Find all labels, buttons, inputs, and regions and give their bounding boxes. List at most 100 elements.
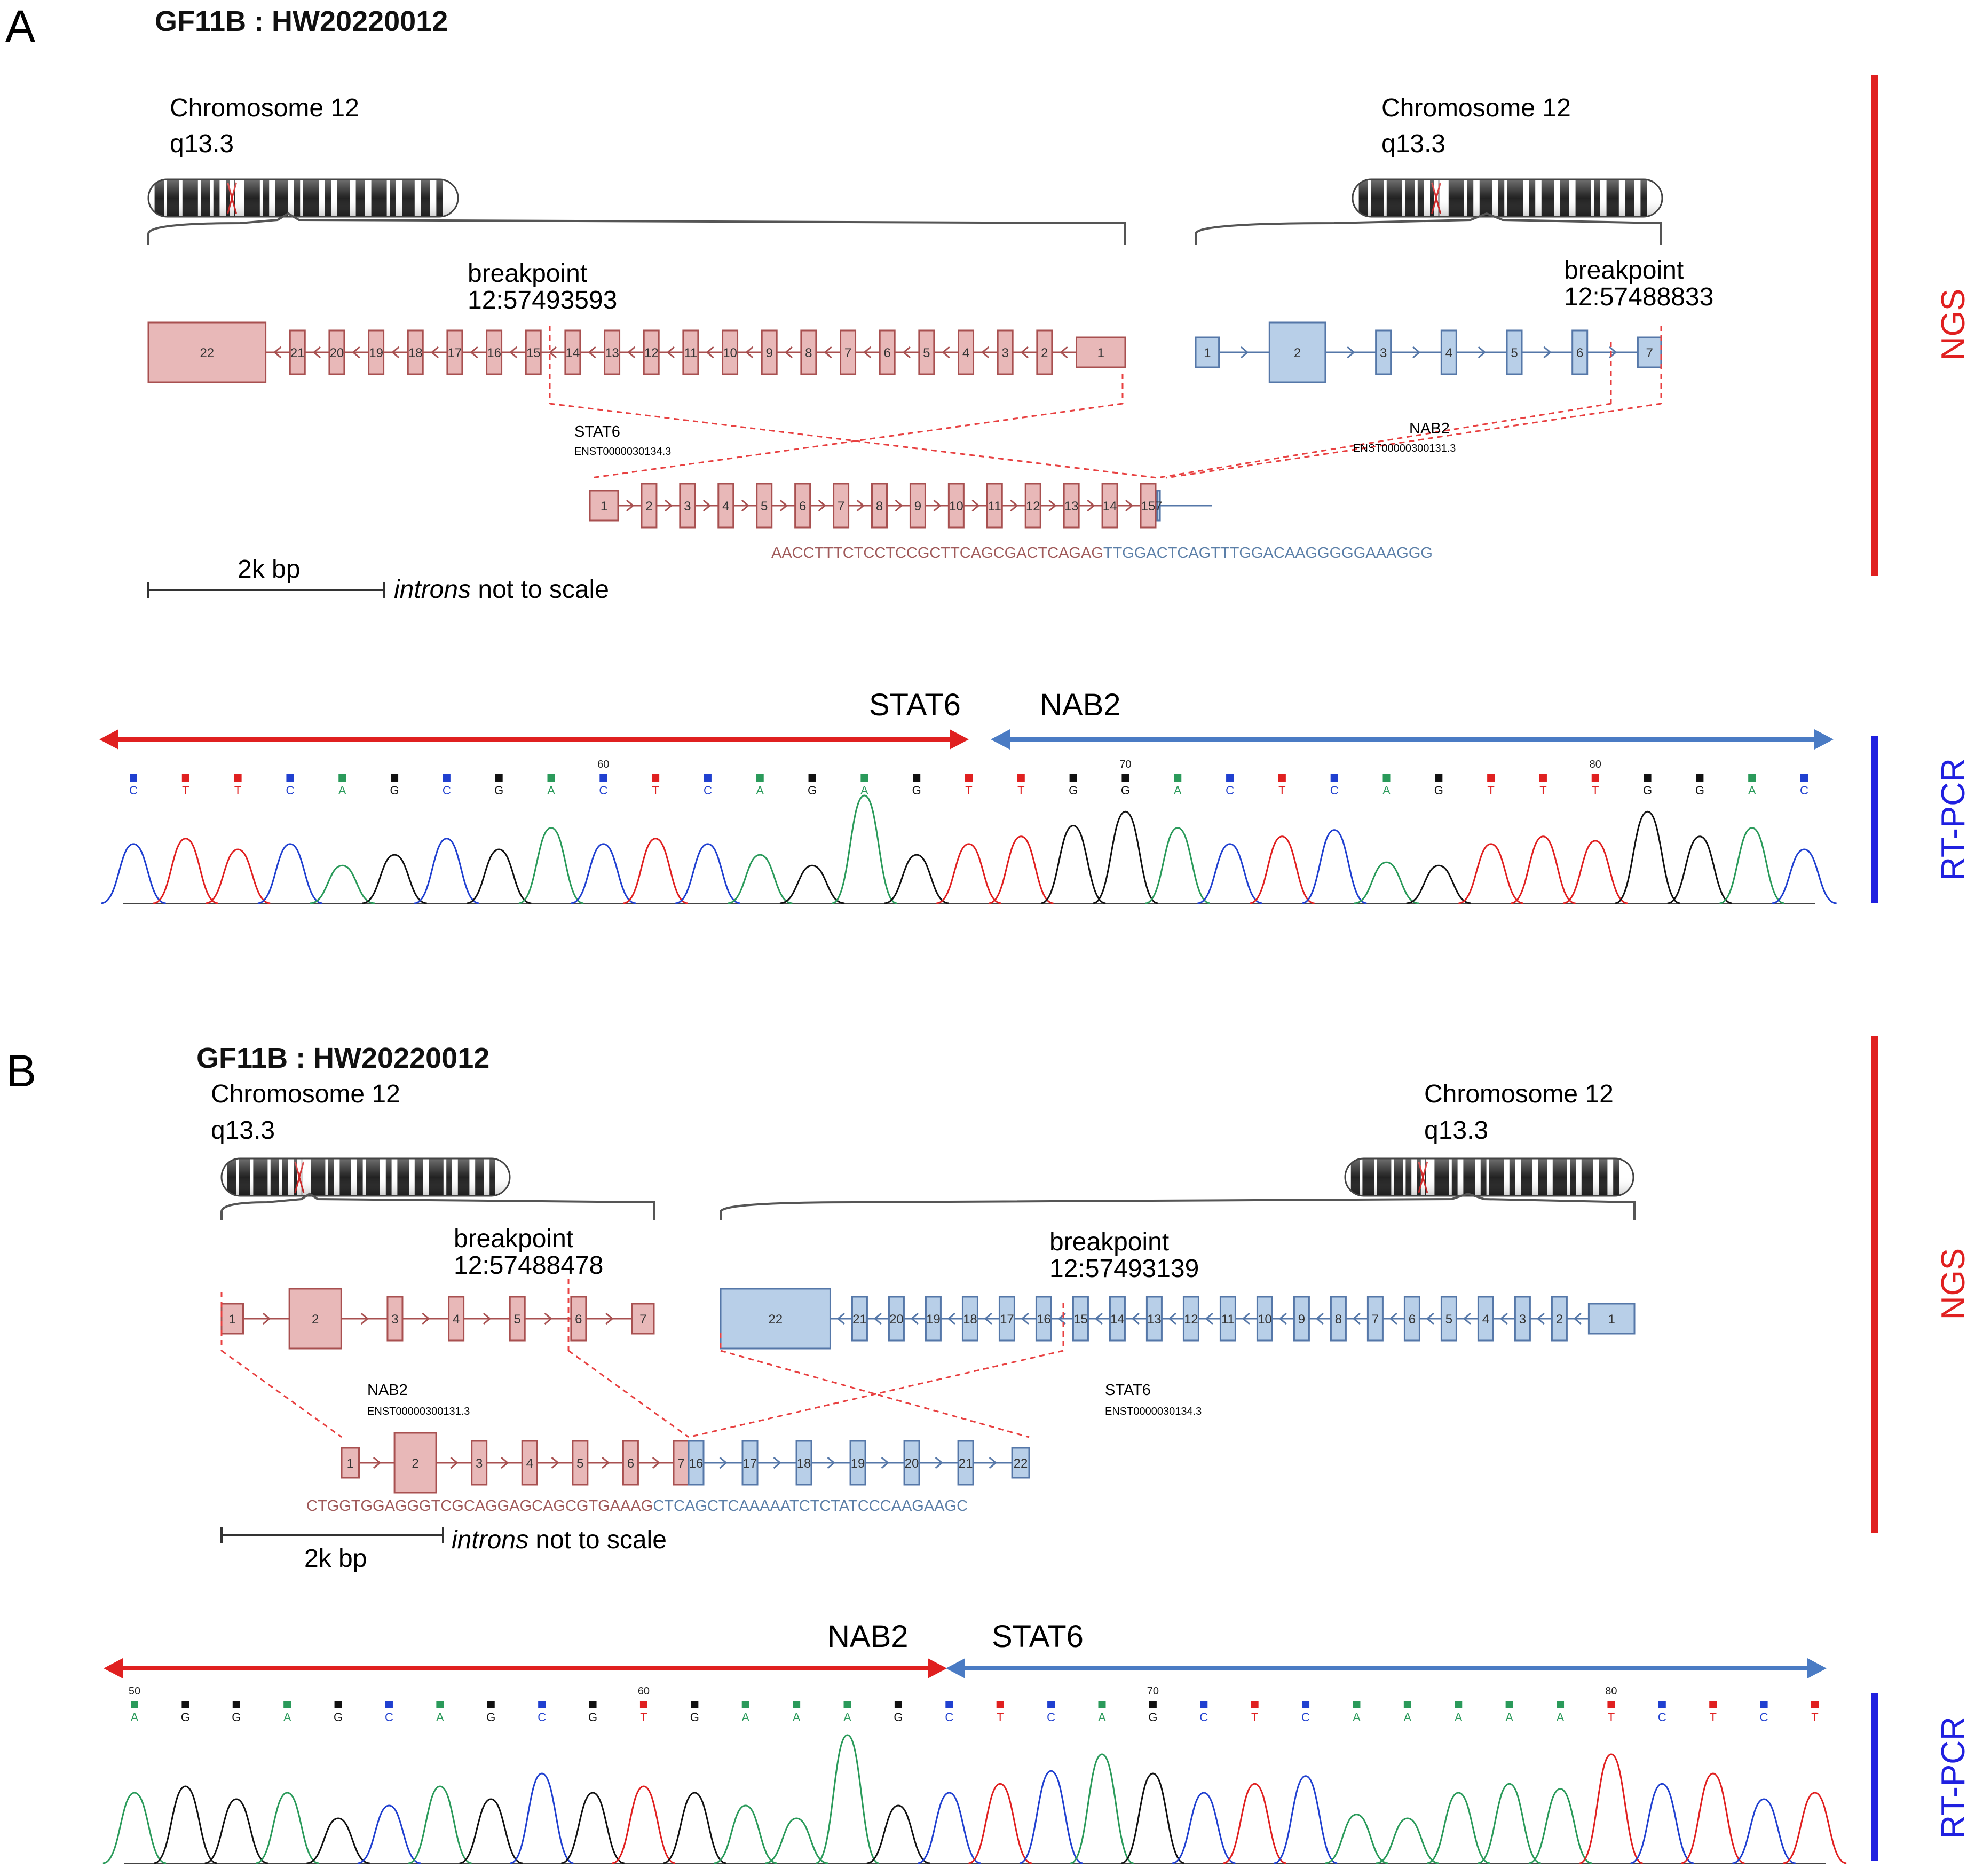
base-call: T (1539, 784, 1546, 797)
exon-number: 2 (1556, 1312, 1563, 1327)
trace-peak (612, 1785, 676, 1864)
exon (393, 1432, 437, 1494)
trace-peak (968, 1783, 1032, 1864)
ngs-label: NGS (1935, 1248, 1972, 1320)
base-call: G (486, 1711, 495, 1724)
exon (741, 1440, 759, 1486)
exon-number: 15 (526, 346, 541, 360)
exon-number: 7 (844, 346, 851, 360)
base-call: G (690, 1711, 699, 1724)
exon (1366, 1296, 1384, 1342)
position-tick: 70 (1147, 1685, 1159, 1697)
exon-number: 11 (988, 499, 1001, 514)
exon (1076, 336, 1126, 368)
exon-number: 15 (1141, 499, 1156, 514)
junction-sequence: CTGGTGGAGGGTCGCAGGAGCAGCGTGAAAGCTCAGCTCA… (306, 1497, 968, 1515)
exon-number: 3 (1380, 346, 1387, 360)
exon (570, 1296, 587, 1342)
base-call: A (741, 1711, 749, 1724)
trace-peak (727, 854, 793, 904)
exon (220, 1303, 244, 1335)
exon-number: 4 (526, 1456, 533, 1471)
base-call: T (1709, 1711, 1716, 1724)
trace-peak (1274, 1775, 1338, 1864)
base-call: G (1643, 784, 1652, 797)
exon (957, 1440, 974, 1486)
exon (486, 329, 503, 375)
panel-a-gene-right-id: ENST00000300131.3 (1353, 443, 1456, 454)
trace-peak (310, 864, 375, 904)
panel-b-chrom-left-band: q13.3 (211, 1116, 275, 1145)
panel-b: B GF11B : HW20220012 Chromosome 12 q13.3… (6, 1036, 1972, 1864)
base-call: G (334, 1711, 343, 1724)
panel-b-title: GF11B : HW20220012 (196, 1042, 489, 1074)
exon-number: 1 (1608, 1312, 1615, 1327)
base-call: A (547, 784, 555, 797)
zoom-bracket (147, 212, 1126, 245)
exon (622, 1440, 639, 1486)
base-call: A (1174, 784, 1182, 797)
base-call: C (1047, 1711, 1055, 1724)
base-call: C (1800, 784, 1808, 797)
panel-a-gene-left-name: STAT6 (574, 423, 620, 440)
exon-number: 11 (1221, 1312, 1235, 1327)
exon-number: 2 (312, 1312, 319, 1327)
exon-number: 4 (722, 499, 729, 514)
panel-b-breakpoint-left-label: breakpoint (454, 1225, 573, 1253)
base-call: C (443, 784, 451, 797)
base-call: T (1251, 1711, 1258, 1724)
exon-number: 5 (761, 499, 768, 514)
trace-peak (936, 843, 1001, 904)
base-call: A (1404, 1711, 1412, 1724)
exon-number: 15 (1073, 1312, 1088, 1327)
exon (795, 1440, 812, 1486)
trace-peak (357, 1804, 421, 1864)
trace-peak (153, 838, 218, 904)
panel-b-breakpoint-right-position: 12:57493139 (1049, 1255, 1199, 1283)
exon (888, 1296, 905, 1342)
base-call: C (1330, 784, 1339, 797)
exon (688, 1440, 705, 1486)
scale-note-rest: not to scale (528, 1526, 667, 1554)
panel-a-breakpoint-right-position: 12:57488833 (1564, 283, 1713, 311)
trace-peak (988, 835, 1054, 904)
exon (1195, 336, 1220, 368)
panel-b-gene-left-name: NAB2 (367, 1382, 408, 1399)
exon-number: 7 (639, 1312, 646, 1327)
exon-number: 13 (1147, 1312, 1162, 1327)
exon (1140, 483, 1157, 529)
trace-peak (1458, 843, 1524, 904)
trace-peak (1121, 1772, 1185, 1864)
trace-peak (662, 1792, 726, 1864)
exon (1587, 1303, 1636, 1335)
exon (1146, 1296, 1163, 1342)
exon-number: 3 (684, 499, 691, 514)
exon-number: 7 (1372, 1312, 1379, 1327)
exon-number: 12 (1026, 499, 1040, 514)
trace-peak (561, 1792, 625, 1864)
exon (918, 329, 935, 375)
trace-peak (1070, 1753, 1134, 1864)
exon-number: 10 (949, 499, 963, 514)
position-tick: 50 (129, 1685, 140, 1697)
base-call: T (234, 784, 241, 797)
trace-peak (623, 838, 689, 904)
junction-sequence: AACCTTTCTCCTCCGCTTCAGCGACTCAGAGTTGGACTCA… (771, 545, 1433, 562)
arrow-left-gene-label: NAB2 (827, 1619, 908, 1654)
base-call: A (860, 784, 868, 797)
panel-a-breakpoint-left-label: breakpoint (468, 259, 587, 288)
exon-number: 1 (601, 499, 607, 514)
exon-number: 6 (1409, 1312, 1416, 1327)
trace-peak (255, 1792, 319, 1864)
exon (604, 329, 621, 375)
exon (525, 329, 542, 375)
base-call: A (1748, 784, 1756, 797)
exon (288, 1288, 342, 1350)
panel-b-gene-left-id: ENST00000300131.3 (367, 1406, 470, 1417)
scale-bar (220, 1527, 444, 1543)
base-call: A (793, 1711, 801, 1724)
trace-peak (1197, 843, 1262, 904)
